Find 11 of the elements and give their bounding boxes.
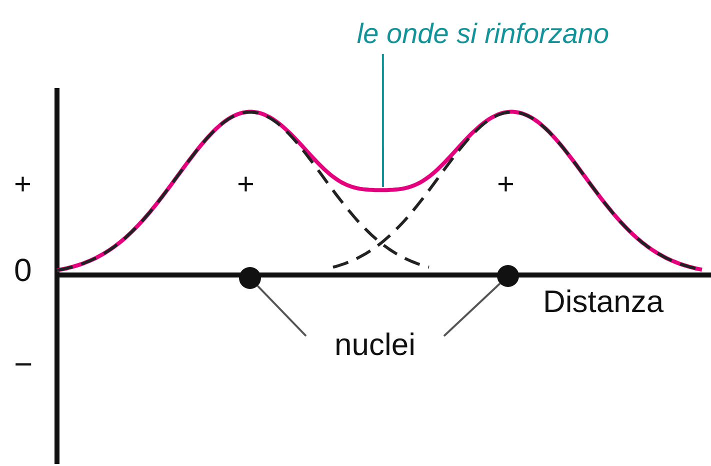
leader-line: [256, 285, 307, 337]
leader-line: [382, 54, 384, 187]
sign-label: 0: [14, 254, 32, 286]
sign-label: −: [14, 348, 33, 380]
callout-text: le onde si rinforzano: [356, 20, 610, 48]
sign-label: +: [14, 170, 32, 200]
leader-line: [443, 282, 501, 337]
sign-label: +: [497, 170, 515, 200]
callout-label: nuclei: [334, 328, 416, 360]
axis-label: Distanza: [543, 286, 664, 317]
sign-label: +: [237, 170, 255, 200]
